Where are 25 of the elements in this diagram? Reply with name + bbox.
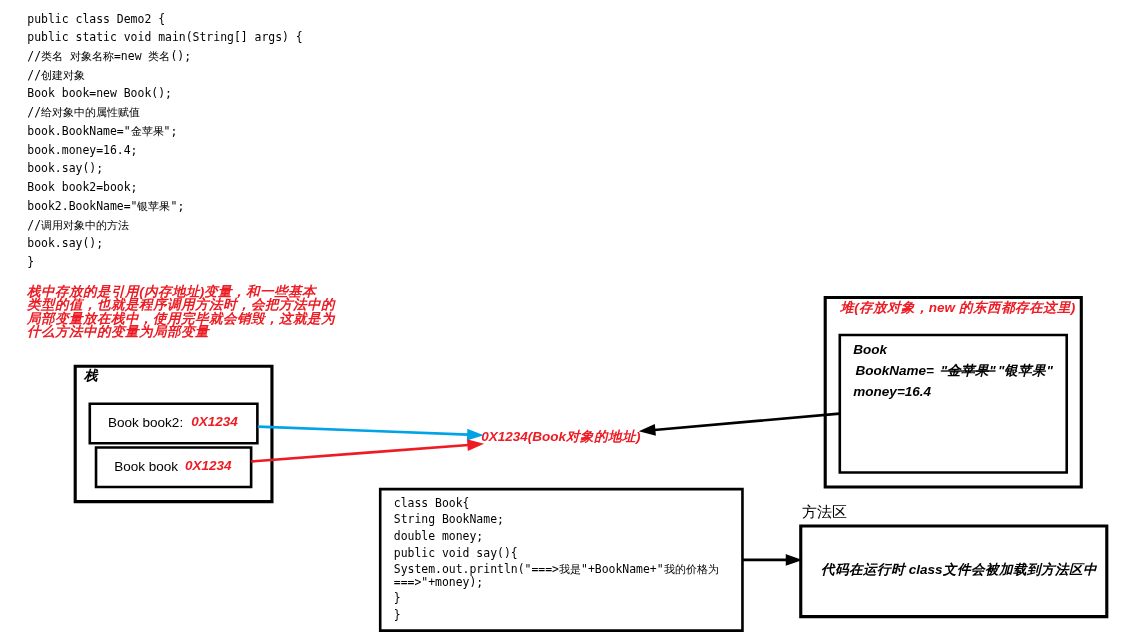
label: 栈中存放的是引用(内存地址)变量，和一些基本类型的值，也就是程序调用方法时，会把方法中的局部变量放在栈中，使用完毕就会销毁，这就是为什么方法中的变量为局部变量 xyxy=(26,283,335,340)
label: book.BookName="金苹果"; xyxy=(26,123,177,138)
arrow xyxy=(742,554,802,566)
label: Book book2=book; xyxy=(26,180,138,195)
label: public class Demo2 { xyxy=(26,11,165,26)
label: } xyxy=(26,255,34,270)
label: book.money=16.4; xyxy=(26,142,138,157)
label: //调用对象中的方法 xyxy=(26,217,129,232)
label: book.say(); xyxy=(26,236,103,251)
label: //创建对象 xyxy=(26,67,85,82)
node-box: class Book{ String BookName; double money; public void say(){ System.out.println("===>我是"+BookName+"我的价格为===>"+money); } } xyxy=(378,487,744,632)
node-box: Book book2: 0X1234 xyxy=(88,402,259,445)
label: book2.BookName="银苹果"; xyxy=(26,198,184,213)
label: book.say(); xyxy=(26,161,103,176)
label: //给对象中的属性赋值 xyxy=(26,105,140,120)
node-label: 方法区 xyxy=(801,504,847,521)
label: Book book=new Book(); xyxy=(26,86,172,101)
node-box: Book BookName= "金苹果" "银苹果" money=16.4 xyxy=(838,333,1068,474)
label: public static void main(String[] args) { xyxy=(26,30,303,45)
arrow xyxy=(257,425,484,441)
node-box: 代码在运行时 class文件会被加载到方法区中 xyxy=(798,524,1108,619)
node-text: 0X1234(Book对象的地址) xyxy=(480,428,641,444)
node-box: Book book 0X1234 xyxy=(94,446,252,489)
label: //类名 对象名称=new 类名(); xyxy=(26,49,191,64)
arrow xyxy=(250,439,484,463)
